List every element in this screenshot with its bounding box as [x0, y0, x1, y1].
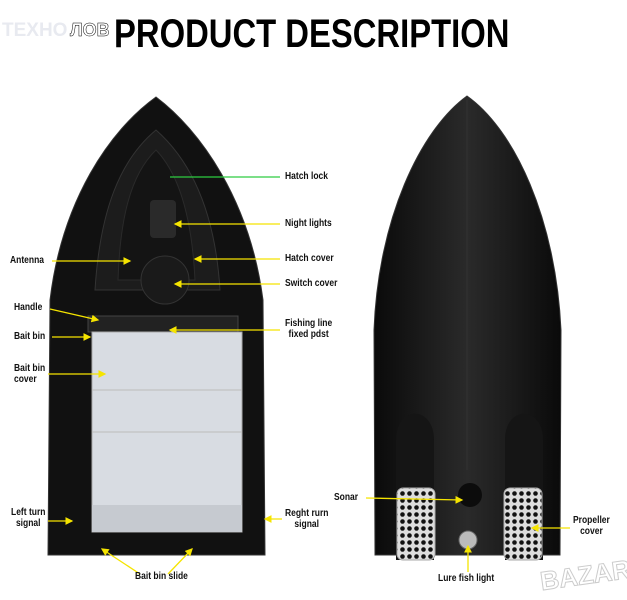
label-line: signal [294, 519, 319, 530]
label-line: cover [580, 526, 603, 537]
page-title: PRODUCT DESCRIPTION [114, 12, 510, 56]
label-bait-bin-cover: Bait bin cover [14, 363, 45, 385]
boat-bottom-view [373, 95, 562, 561]
label-sonar: Sonar [334, 492, 359, 503]
callout-lines [48, 176, 570, 575]
watermark: TEXHO [2, 20, 68, 41]
label-handle: Handle [14, 302, 43, 313]
label-line: fixed pdst [288, 329, 329, 340]
label-line: Propeller [573, 515, 610, 526]
label-hatch-cover: Hatch cover [285, 253, 334, 264]
label-night-lights: Night lights [285, 218, 332, 229]
label-line: cover [14, 374, 37, 385]
label-hatch-lock: Hatch lock [285, 171, 328, 182]
label-propeller-cover: Propeller cover [573, 515, 610, 537]
label-bait-bin-slide: Bait bin slide [135, 571, 188, 582]
label-line: Reght rurn [285, 508, 329, 519]
label-right-turn-signal: Reght rurn signal [285, 508, 328, 530]
boat-top-view [47, 96, 266, 556]
label-switch-cover: Switch cover [285, 278, 338, 289]
label-lure-fish-light: Lure fish light [438, 573, 495, 584]
label-line: Left turn [11, 507, 46, 518]
label-fishing-line: Fishing line fixed pdst [285, 318, 332, 340]
label-line: Bait bin [14, 363, 46, 374]
label-left-turn-signal: Left turn signal [11, 507, 45, 529]
watermark: ЛОВ [70, 20, 110, 41]
label-line: Fishing line [285, 318, 333, 329]
label-line: signal [15, 518, 41, 529]
label-antenna: Antenna [10, 255, 44, 266]
label-bait-bin: Bait bin [14, 331, 46, 342]
